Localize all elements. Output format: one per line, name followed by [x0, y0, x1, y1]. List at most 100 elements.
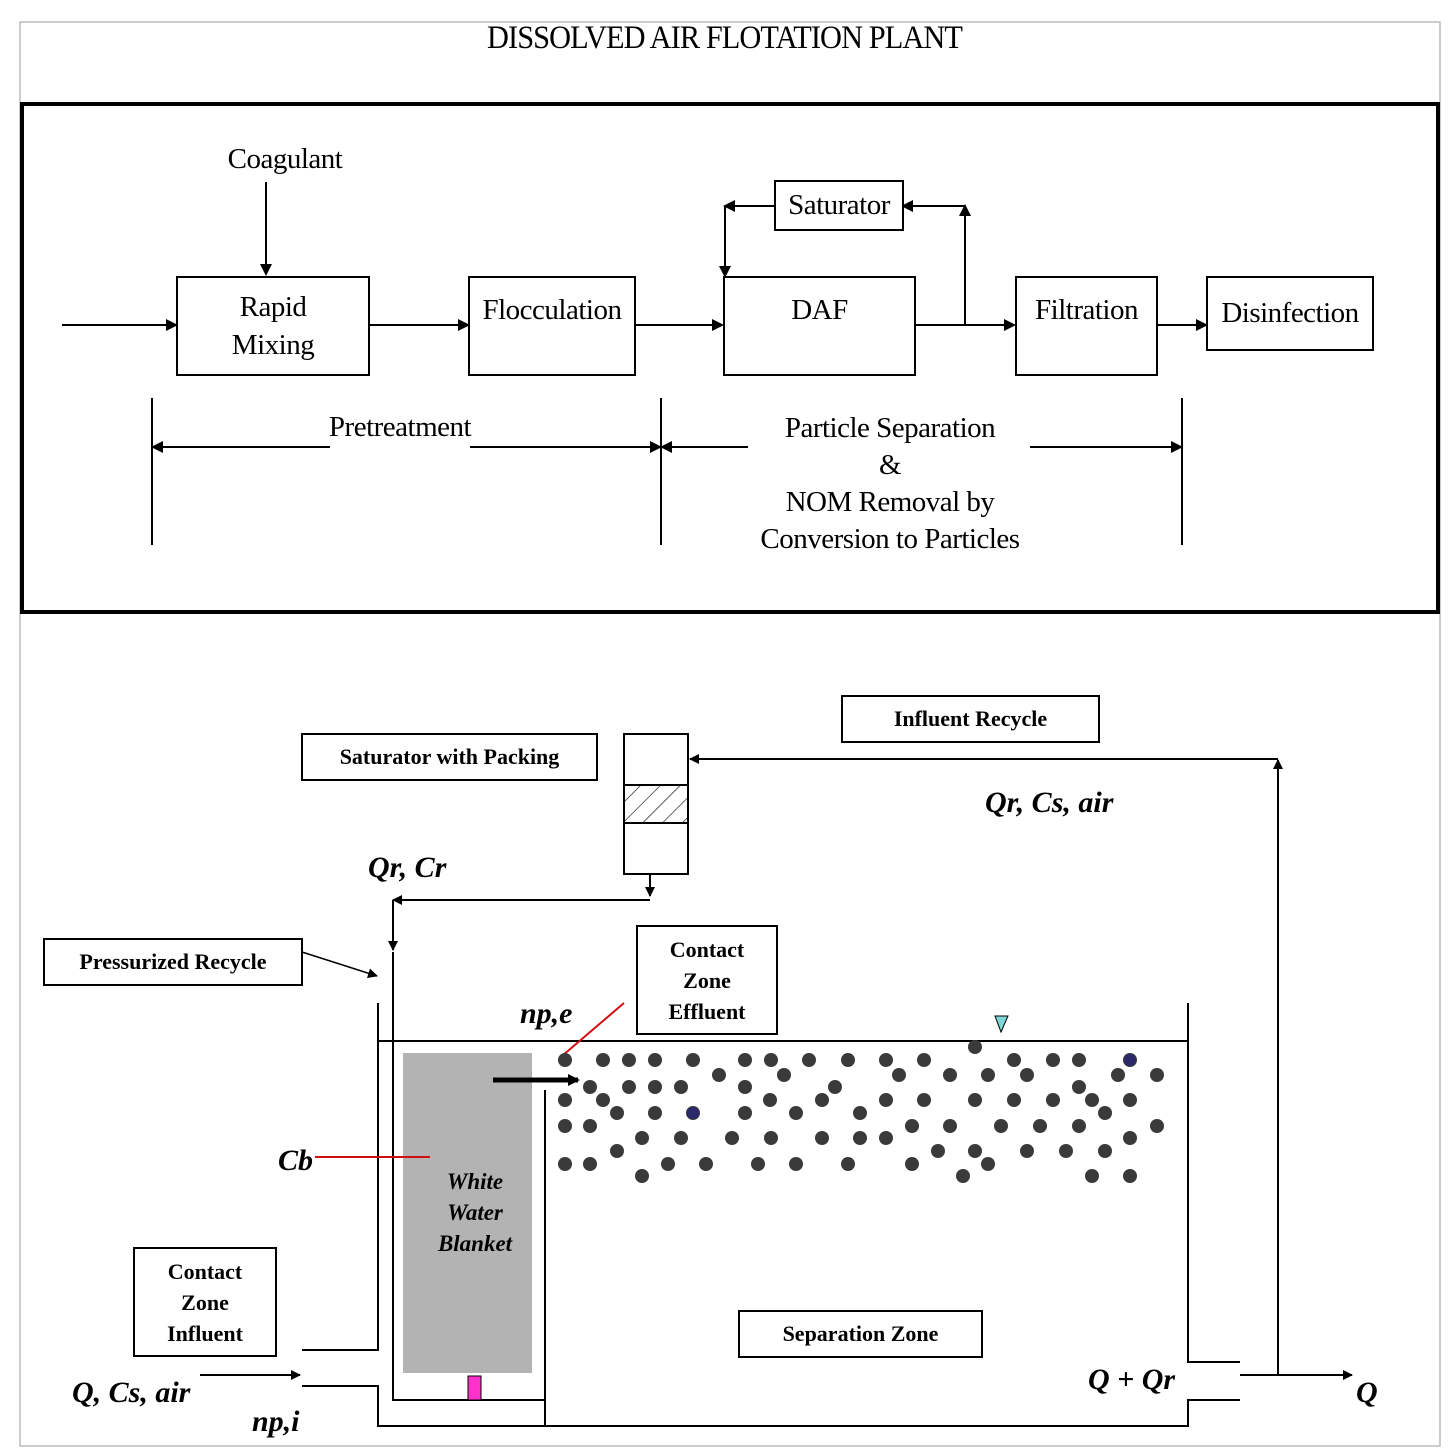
page-border: [19, 21, 1441, 1447]
air-bubble: [994, 1119, 1008, 1133]
air-bubble: [674, 1131, 688, 1145]
tank-inlet-bottom: [302, 1385, 1240, 1427]
air-bubble: [764, 1131, 778, 1145]
air-bubble: [583, 1157, 597, 1171]
daf-box: DAF: [723, 276, 916, 376]
qr-csair-label: Qr, Cs, air: [985, 786, 1114, 819]
coagulant-label: Coagulant: [227, 143, 343, 175]
air-bubble: [1059, 1144, 1073, 1158]
air-bubble: [1123, 1169, 1137, 1183]
contact-effluent-label-3: Effluent: [668, 998, 746, 1024]
contact-effluent-label-1: Contact: [669, 936, 745, 962]
air-bubble: [1007, 1093, 1021, 1107]
air-bubble: [1098, 1144, 1112, 1158]
air-bubble: [558, 1119, 572, 1133]
air-bubble: [968, 1093, 982, 1107]
disinfection-label: Disinfection: [1221, 297, 1359, 329]
air-bubble: [815, 1093, 829, 1107]
air-bubble: [841, 1157, 855, 1171]
air-bubble: [648, 1053, 662, 1067]
air-bubble: [1072, 1080, 1086, 1094]
pressurized-recycle-label: Pressurized Recycle: [79, 949, 267, 974]
air-bubble: [1046, 1093, 1060, 1107]
white-water-label: White Water Blanket: [410, 1166, 540, 1259]
daf-label: DAF: [791, 294, 848, 326]
filtration-label: Filtration: [1035, 294, 1138, 326]
white-water-blanket: [403, 1053, 532, 1373]
air-bubble: [648, 1106, 662, 1120]
npe-leader: [561, 1002, 625, 1057]
separation-label: Particle Separation & NOM Removal by Con…: [740, 410, 1040, 558]
separation-label-2: &: [878, 449, 902, 481]
air-bubble: [1033, 1119, 1047, 1133]
air-bubble: [943, 1068, 957, 1082]
page-title: DISSOLVED AIR FLOTATION PLANT: [487, 20, 963, 56]
air-bubble: [622, 1080, 636, 1094]
air-bubble: [1123, 1093, 1137, 1107]
pressurized-recycle-box: Pressurized Recycle: [43, 938, 303, 986]
saturator-label: Saturator: [788, 189, 890, 221]
air-bubble: [764, 1053, 778, 1067]
q-out-label: Q: [1356, 1376, 1378, 1409]
influent-recycle-box: Influent Recycle: [841, 695, 1100, 743]
tank-outer-wall: [302, 1003, 379, 1351]
air-bubble: [917, 1053, 931, 1067]
disinfection-box: Disinfection: [1206, 276, 1374, 351]
separation-label-4: Conversion to Particles: [760, 523, 1020, 555]
contact-effluent-label-2: Zone: [683, 967, 731, 993]
tank-right-wall: [1187, 1003, 1240, 1363]
pretreatment-label: Pretreatment: [328, 411, 472, 443]
cb-label: Cb: [278, 1144, 314, 1177]
air-bubble: [661, 1157, 675, 1171]
air-bubble: [917, 1093, 931, 1107]
air-bubble: [648, 1080, 662, 1094]
pressurized-recycle-pointer: [301, 951, 378, 979]
air-bubble: [777, 1068, 791, 1082]
air-bubble: [879, 1131, 893, 1145]
air-bubble: [583, 1080, 597, 1094]
air-bubble: [686, 1053, 700, 1067]
air-bubble: [892, 1068, 906, 1082]
particle-bubble: [687, 1107, 699, 1119]
npi-label: np,i: [252, 1405, 300, 1438]
air-bubble: [956, 1169, 970, 1183]
qr-cr-label: Qr, Cr: [368, 851, 447, 884]
air-bubble: [968, 1040, 982, 1054]
contact-influent-box: Contact Zone Influent: [133, 1247, 277, 1357]
saturator-packing-box: Saturator with Packing: [301, 733, 598, 781]
contact-influent-label-3: Influent: [167, 1320, 243, 1346]
air-bubble: [622, 1053, 636, 1067]
air-bubble: [789, 1106, 803, 1120]
air-bubble: [738, 1080, 752, 1094]
air-bubble: [635, 1169, 649, 1183]
contact-inner-wall: [392, 952, 545, 1401]
air-bubble: [738, 1106, 752, 1120]
air-bubble: [1046, 1053, 1060, 1067]
air-bubble: [1111, 1068, 1125, 1082]
bubble-cloud: [558, 1040, 1164, 1183]
air-bubble: [879, 1053, 893, 1067]
air-bubble: [1020, 1144, 1034, 1158]
flocculation-box: Flocculation: [468, 276, 636, 376]
air-bubble: [1085, 1093, 1099, 1107]
white-water-label-1: White: [446, 1169, 504, 1194]
air-bubble: [1150, 1119, 1164, 1133]
air-bubble: [981, 1157, 995, 1171]
separation-zone-box: Separation Zone: [738, 1310, 983, 1358]
injection-nozzle: [467, 1375, 482, 1401]
air-bubble: [943, 1119, 957, 1133]
white-water-label-2: Water: [447, 1200, 503, 1225]
air-bubble: [789, 1157, 803, 1171]
q-csair-label: Q, Cs, air: [72, 1376, 191, 1409]
air-bubble: [583, 1119, 597, 1133]
contact-influent-label-1: Contact: [167, 1258, 243, 1284]
air-bubble: [828, 1080, 842, 1094]
air-bubble: [712, 1068, 726, 1082]
air-bubble: [751, 1157, 765, 1171]
flocculation-label: Flocculation: [482, 294, 622, 326]
flow-frame: [20, 102, 1440, 614]
npe-label: np,e: [520, 997, 573, 1030]
water-level-marker: [994, 1015, 1009, 1034]
rapid-mixing-box: Rapid Mixing: [176, 276, 370, 376]
